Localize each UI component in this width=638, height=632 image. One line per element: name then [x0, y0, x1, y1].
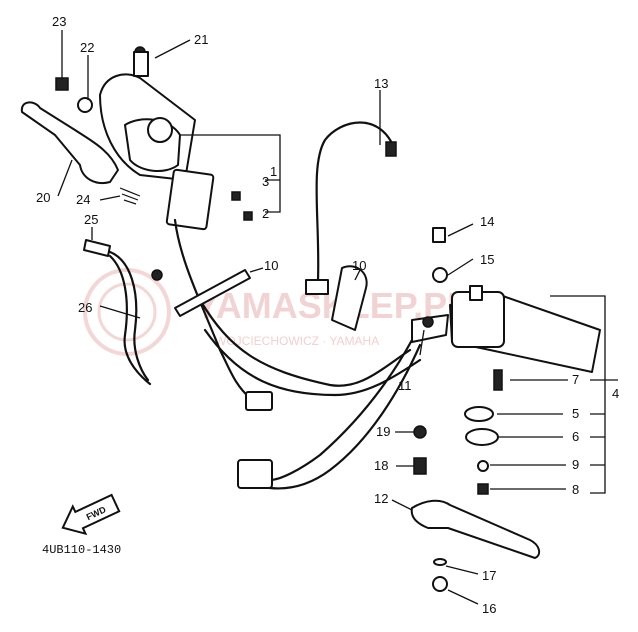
screw-7	[493, 369, 503, 391]
callout-3: 3	[262, 174, 269, 189]
callout-2: 2	[262, 206, 269, 221]
spring-24	[119, 187, 141, 205]
callout-12: 12	[374, 491, 388, 506]
watermark-subtext: WOJCIECHOWICZ · YAMAHA	[215, 334, 379, 348]
callout-15: 15	[480, 252, 494, 267]
callout-17: 17	[482, 568, 496, 583]
nut-22	[77, 97, 93, 113]
callout-20: 20	[36, 190, 50, 205]
callout-19: 19	[376, 424, 390, 439]
callout-25: 25	[84, 212, 98, 227]
callout-6: 6	[572, 429, 579, 444]
bolt-18	[413, 457, 427, 475]
handlebar-outline	[198, 298, 412, 387]
connector-left	[245, 391, 273, 411]
diagram-code: 4UB110-1430	[42, 543, 121, 557]
clutch-lever	[20, 101, 119, 184]
front-direction-arrow: FWD	[61, 493, 121, 536]
brake-lever	[410, 499, 541, 559]
connector-right	[237, 459, 273, 489]
band-10-center	[331, 265, 368, 331]
callout-16: 16	[482, 601, 496, 616]
callout-22: 22	[80, 40, 94, 55]
callout-5: 5	[572, 406, 579, 421]
nut-19	[413, 425, 427, 439]
band-10-left	[174, 269, 251, 317]
callout-10-center: 10	[352, 258, 366, 273]
washer-17	[433, 558, 447, 566]
callouts: 1 2 3 4 5 6 7 8 9 10 10 11 12 13 14 15 1…	[36, 14, 619, 616]
right-switch-assembly	[411, 285, 601, 373]
cable-13	[315, 121, 397, 282]
holder-6	[465, 428, 499, 446]
callout-7: 7	[572, 372, 579, 387]
callout-13: 13	[374, 76, 388, 91]
left-switch-assembly	[99, 46, 215, 231]
callout-21: 21	[194, 32, 208, 47]
callout-23: 23	[52, 14, 66, 29]
washer-9	[477, 460, 489, 472]
bolt-14	[432, 227, 446, 243]
screw-8	[477, 483, 489, 495]
nut-15	[432, 267, 448, 283]
callout-11: 11	[398, 378, 412, 393]
callout-10-left: 10	[264, 258, 278, 273]
callout-14: 14	[480, 214, 494, 229]
leader-lines	[57, 30, 618, 605]
nut-16	[432, 576, 448, 592]
holder-5	[464, 406, 494, 422]
brake-switch-25	[83, 239, 111, 257]
callout-9: 9	[572, 457, 579, 472]
callout-24: 24	[76, 192, 90, 207]
callout-18: 18	[374, 458, 388, 473]
callout-8: 8	[572, 482, 579, 497]
callout-1: 1	[270, 164, 277, 179]
callout-4: 4	[612, 386, 619, 401]
callout-26: 26	[78, 300, 92, 315]
